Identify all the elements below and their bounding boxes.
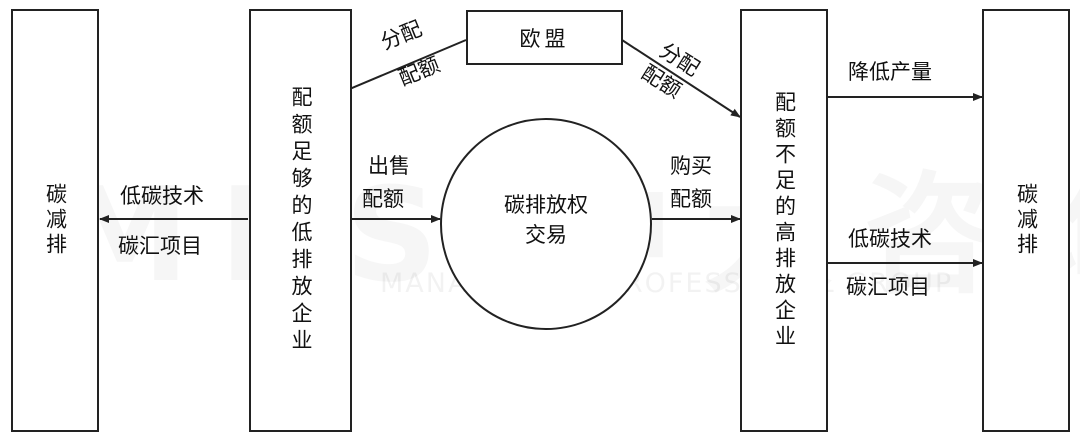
trading-line-2: 交易 <box>525 223 567 248</box>
left-reduction-box: 碳减排 <box>11 9 99 432</box>
left-reduction-label: 碳减排 <box>43 183 68 258</box>
right-reduction-label: 碳减排 <box>1014 183 1039 258</box>
low-emission-box: 配额足够的低排放企业 <box>249 9 352 432</box>
edge-label-left-2: 碳汇项目 <box>118 234 202 258</box>
edge-label-sell-1: 出售 <box>368 154 410 178</box>
arrow-eu-to-high <box>621 39 741 118</box>
right-reduction-box: 碳减排 <box>982 9 1070 432</box>
high-emission-box: 配额不足的高排放企业 <box>740 9 828 432</box>
trading-label: 碳排放权 交易 <box>442 190 650 251</box>
low-emission-label: 配额足够的低排放企业 <box>289 85 313 356</box>
edge-label-right-bottom-1: 低碳技术 <box>848 227 932 251</box>
edge-label-buy-1: 购买 <box>670 154 712 178</box>
trading-line-1: 碳排放权 <box>504 193 588 217</box>
edge-label-right-top: 降低产量 <box>848 60 932 84</box>
high-emission-label: 配额不足的高排放企业 <box>772 90 797 351</box>
eu-label: 欧盟 <box>519 26 570 51</box>
edge-label-left-1: 低碳技术 <box>120 184 204 208</box>
edge-label-sell-2: 配额 <box>362 187 404 211</box>
eu-box: 欧盟 <box>466 10 623 65</box>
edge-label-right-bottom-2: 碳汇项目 <box>846 275 930 299</box>
edge-label-buy-2: 配额 <box>670 187 712 211</box>
trading-circle: 碳排放权 交易 <box>440 118 652 330</box>
